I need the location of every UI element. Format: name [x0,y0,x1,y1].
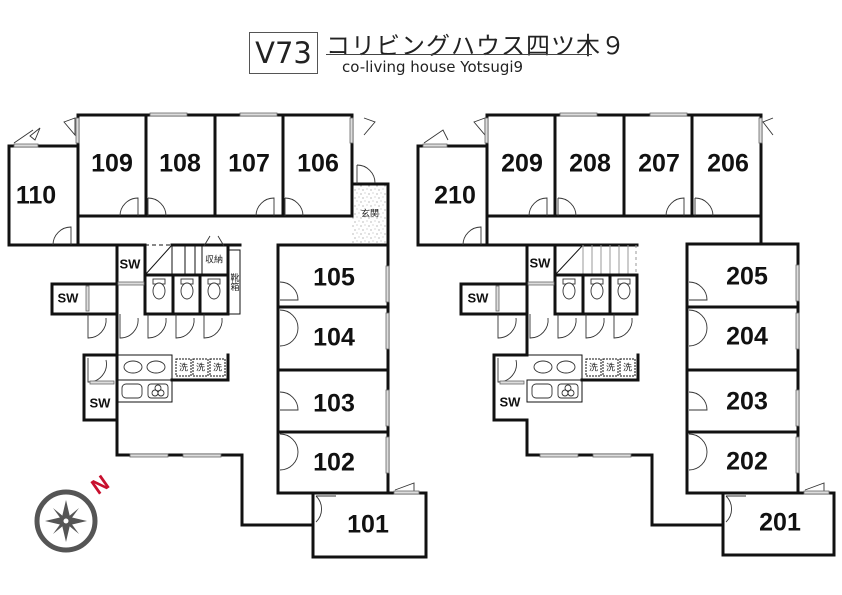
shoe-box [227,249,241,315]
room-103: 103 [313,390,355,418]
kitchen-counter [116,379,173,403]
windows [13,112,420,495]
shower-label: SW [58,290,80,305]
shoe-box-label: 靴箱 [229,272,240,292]
room-104: 104 [313,324,355,352]
room-205: 205 [726,263,768,291]
svg-text:洗: 洗 [606,362,615,374]
kitchen-counter [526,379,583,403]
windows [422,112,830,495]
room-108: 108 [159,150,201,178]
room-204: 204 [726,323,768,351]
toilet [207,278,221,300]
sink [146,360,166,374]
shower-label: SW [468,290,490,305]
sink [556,360,576,374]
svg-text:洗: 洗 [589,362,598,374]
room-203: 203 [726,388,768,416]
room-102: 102 [313,449,355,477]
door-swings [423,117,825,523]
room-201: 201 [759,509,801,537]
sink [123,360,143,374]
property-code: V73 [249,32,318,74]
sink [533,360,553,374]
laundry-area: 洗 洗 洗 [585,358,636,377]
room-210: 210 [434,182,476,210]
toilet [562,278,576,300]
room-106: 106 [297,150,339,178]
room-207: 207 [638,150,680,178]
toilet [180,278,194,300]
entrance-label: 玄関 [361,208,379,220]
svg-text:洗: 洗 [196,362,205,374]
room-101: 101 [347,511,389,539]
door-swings [13,117,415,523]
toilet [152,278,166,300]
title-english: co-living house Yotsugi9 [342,58,524,76]
svg-text:洗: 洗 [179,362,188,374]
north-label: N [86,470,113,500]
floor-1-plan: 玄関 [7,112,428,559]
svg-text:洗: 洗 [213,362,222,374]
toilet [590,278,604,300]
room-109: 109 [91,150,133,178]
laundry-area: 洗 洗 洗 [175,358,226,377]
shower-label: SW [90,395,112,410]
kitchen-sink [121,383,143,399]
compass-icon: N [34,470,114,553]
room-107: 107 [228,150,270,178]
title-japanese: コリビングハウス四ツ木９ [326,32,626,60]
room-206: 206 [707,150,749,178]
shower-label: SW [500,394,522,409]
storage-label: 収納 [205,254,223,266]
room-202: 202 [726,448,768,476]
kitchen-sink [531,383,553,399]
floor-2-plan: 洗 洗 洗 SW SW SW [416,112,836,557]
room-110: 110 [16,182,56,210]
room-209: 209 [501,150,543,178]
svg-text:洗: 洗 [623,362,632,374]
shower-label: SW [530,255,552,270]
room-105: 105 [313,264,355,292]
room-208: 208 [569,150,611,178]
shower-label: SW [120,256,142,271]
toilet [617,278,631,300]
title-divider [326,54,592,55]
entrance-area [352,184,388,244]
